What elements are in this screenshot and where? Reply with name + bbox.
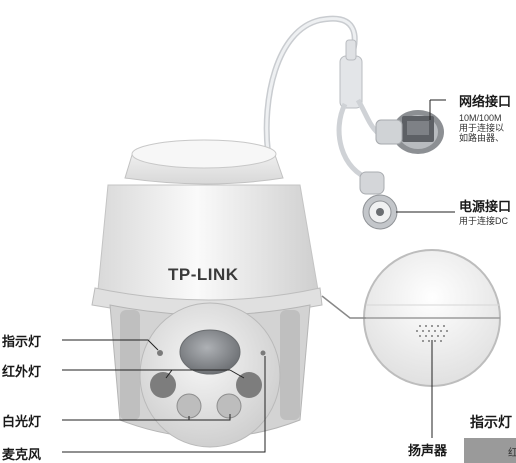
leader-mic: [62, 356, 266, 453]
camera-lens: [179, 329, 241, 375]
label-power-desc: 用于连接DC: [459, 216, 508, 226]
label-infrared: 红外灯: [2, 364, 42, 379]
label-microphone: 麦克风: [2, 447, 42, 462]
brand-logo: TP-LINK: [168, 265, 239, 284]
label-network-port: 网络接口: [459, 94, 512, 109]
label-indicator: 指示灯: [2, 334, 42, 349]
leader-infrared: [62, 369, 245, 379]
leader-indicator: [62, 339, 159, 351]
power-port-connector: [359, 171, 398, 230]
indicator-dot: [157, 350, 163, 356]
camera-face: [139, 302, 281, 448]
label-power-port: 电源接口: [459, 199, 512, 214]
infrared-led-right: [236, 372, 262, 398]
network-port-connector: [375, 110, 444, 154]
indicator-table-cell-text: 红: [508, 448, 516, 459]
label-white-light: 白光灯: [2, 414, 42, 429]
white-led-left: [176, 393, 202, 419]
label-indicator-table-title: 指示灯: [470, 414, 512, 430]
label-network-desc-1: 10M/100M: [459, 113, 502, 123]
leader-white: [62, 414, 231, 421]
label-network-desc-3: 如路由器、: [459, 133, 505, 143]
infrared-led-left: [150, 372, 176, 398]
indicator-table-cell: [464, 438, 516, 463]
label-network-desc-2: 用于连接以: [459, 123, 505, 133]
white-led-right: [216, 393, 242, 419]
microphone-dot: [260, 350, 266, 356]
label-speaker: 扬声器: [408, 443, 448, 458]
